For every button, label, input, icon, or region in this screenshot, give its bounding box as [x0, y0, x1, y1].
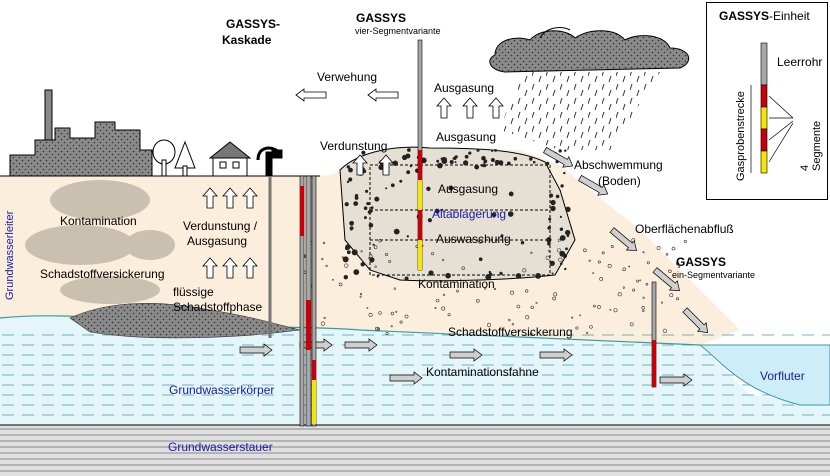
label-kontamination-left: Kontamination — [60, 214, 137, 228]
label-verdunstung: Verdunstung — [320, 139, 388, 153]
up-arrow — [242, 187, 258, 209]
label-grundwasserleiter: Grundwasserleiter — [4, 210, 16, 300]
river — [698, 344, 830, 406]
label-vorfluter: Vorfluter — [760, 369, 805, 383]
label-verdunstung-ausgasung-2: Ausgasung — [187, 234, 248, 248]
trees — [152, 139, 196, 177]
flow-arrow — [344, 338, 378, 352]
cascade-title: GASSYS- — [226, 17, 281, 31]
house — [208, 141, 252, 177]
flow-arrow — [449, 348, 483, 362]
upward-arrows — [202, 97, 504, 279]
label-ausgasung-top1: Ausgasung — [434, 81, 495, 95]
flow-arrow — [652, 267, 680, 291]
aquitard-layer — [0, 424, 830, 476]
four-seg-subtitle: vier-Segmentvariante — [355, 26, 441, 36]
up-arrow — [436, 97, 452, 119]
label-schadstoffphase: Schadstoffphase — [173, 300, 263, 314]
label-abschwemmung: Abschwemmung — [574, 158, 663, 172]
up-arrow — [242, 257, 258, 279]
up-arrow — [222, 257, 238, 279]
up-arrow — [202, 187, 218, 209]
factory-building — [9, 89, 153, 177]
label-verwehung: Verwehung — [317, 70, 378, 84]
legend-box: GASSYS-Einheit Leerrohr Gasprobenstrecke… — [706, 2, 828, 200]
label-grundwasserkoerper: Grundwasserkörper — [169, 383, 275, 397]
one-seg-subtitle: ein-Segmentvariante — [672, 270, 756, 280]
label-oberflaechenabfluss: Oberflächenabfluß — [635, 222, 734, 236]
flow-arrow — [682, 307, 709, 334]
four-seg-title: GASSYS — [356, 11, 407, 25]
label-kontamination-landfill: Kontamination — [418, 277, 495, 291]
landfill-rubble — [300, 148, 687, 336]
flow-arrow — [539, 348, 573, 362]
flow-arrow — [609, 227, 637, 251]
flow-arrow — [659, 373, 693, 387]
left-arrow — [367, 88, 399, 102]
aquifer-layer — [0, 315, 830, 425]
flow-arrow — [578, 174, 609, 196]
flow-arrow — [239, 343, 273, 357]
label-ausgasung-top2: Ausgasung — [436, 130, 497, 144]
label-ausgasung-inner: Ausgasung — [438, 182, 499, 196]
label-boden: (Boden) — [598, 174, 641, 188]
label-verdunstung-ausgasung: Verdunstung / — [183, 219, 258, 233]
liquid-pollutant-pool — [69, 303, 301, 339]
gassys-cascade-probe — [299, 175, 317, 427]
legend-segmente: 4 Segmente — [799, 120, 823, 171]
cascade-title-2: Kaskade — [222, 33, 272, 47]
rain — [500, 72, 660, 150]
hand-pump — [256, 146, 283, 177]
label-fluessige: flüssige — [173, 285, 214, 299]
left-arrow — [295, 88, 327, 102]
label-grundwasserstauer: Grundwasserstauer — [168, 440, 273, 454]
rain-cloud — [489, 27, 690, 73]
up-arrow — [378, 154, 394, 176]
label-altablagerung: Altablagerung — [432, 207, 507, 221]
gassys-one-segment-probe — [651, 281, 657, 388]
left-arrows — [295, 88, 399, 102]
up-arrow — [462, 97, 478, 119]
legend-leerrohr: Leerrohr — [777, 55, 823, 69]
flow-arrow — [543, 146, 574, 168]
up-arrow — [352, 154, 368, 176]
one-seg-title: GASSYS — [676, 255, 727, 269]
legend-title: GASSYS-Einheit — [719, 9, 810, 23]
flow-arrow — [389, 371, 423, 385]
legend-gasprobenstrecke: Gasprobenstrecke — [735, 91, 747, 181]
up-arrow — [202, 257, 218, 279]
label-schadstoffversickerung-right: Schadstoffversickerung — [448, 325, 573, 339]
contamination-clouds-left — [25, 180, 175, 304]
up-arrow — [488, 97, 504, 119]
label-auswaschung: Auswaschung — [436, 232, 511, 246]
gassys-four-segment-probe — [417, 39, 423, 271]
up-arrow — [222, 187, 238, 209]
label-schadstoffversickerung-left: Schadstoffversickerung — [40, 267, 165, 281]
flow-arrows — [239, 146, 709, 387]
label-kontaminationsfahne: Kontaminationsfahne — [426, 365, 539, 379]
